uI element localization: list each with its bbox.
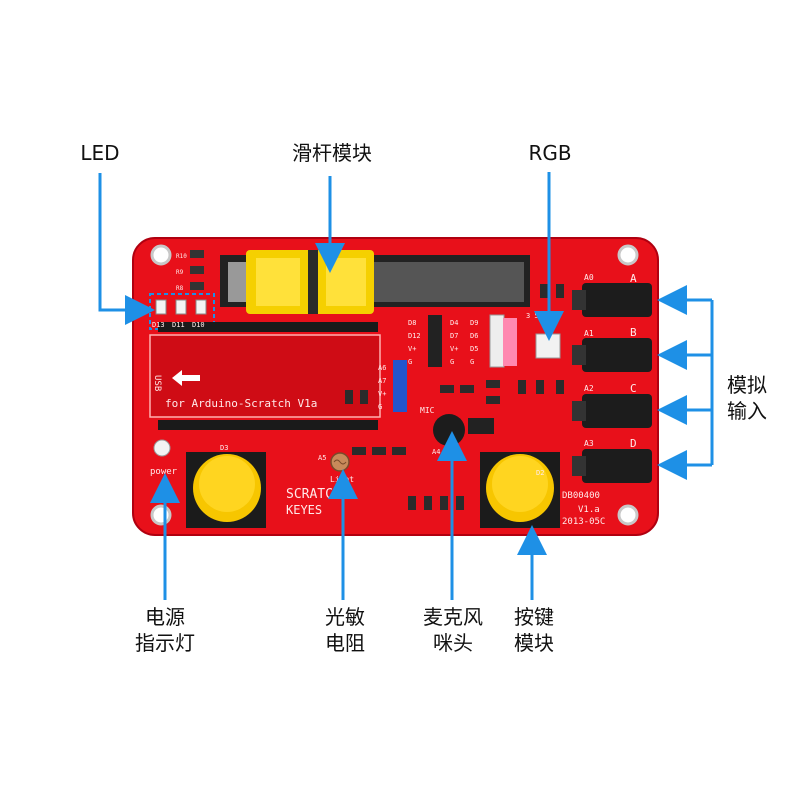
silk-pin-right-0: D9 (470, 319, 478, 327)
label-power-line2: 指示灯 (135, 631, 195, 655)
label-button-line1: 按键 (514, 605, 554, 629)
photoresistor (330, 452, 350, 472)
silk-jack-letter-2: C (630, 382, 637, 395)
silk-led-3: D10 (192, 321, 205, 329)
silk-res-2: R9 (176, 269, 184, 276)
label-slider-text: 滑杆模块 (292, 141, 372, 165)
label-power: 电源 指示灯 (120, 604, 210, 656)
silk-pin-mid-2: V+ (450, 345, 458, 353)
silk-jack-3: A3 (584, 439, 594, 448)
silk-led-1: D13 (152, 321, 165, 329)
silk-main: for Arduino-Scratch V1a (165, 397, 317, 410)
label-ldr: 光敏 电阻 (310, 604, 380, 656)
silk-d2: D2 (536, 469, 544, 477)
silk-res-3: R8 (176, 285, 184, 292)
silk-pin-left-2: V+ (408, 345, 416, 353)
label-button: 按键 模块 (496, 604, 572, 656)
silk-pin-analog-2: V+ (378, 390, 386, 398)
label-analog-line2: 输入 (727, 399, 767, 423)
silk-jack-letter-0: A (630, 272, 637, 285)
audio-jacks (572, 283, 652, 483)
push-buttons (186, 452, 560, 528)
silk-led-2: D11 (172, 321, 185, 329)
silk-a4: A4 (432, 448, 440, 456)
pin-headers (393, 314, 517, 412)
silk-pin-right-1: D6 (470, 332, 478, 340)
silk-pin-analog-0: A6 (378, 364, 386, 372)
silk-pin-mid-3: G (450, 358, 454, 366)
silk-date: 2013-05C (562, 517, 605, 527)
label-led: LED (70, 140, 130, 166)
callout-arrows (98, 172, 714, 600)
label-analog: 模拟 输入 (714, 372, 780, 424)
label-ldr-line1: 光敏 (325, 605, 365, 629)
silk-jack-letter-1: B (630, 326, 637, 339)
slider-module (220, 250, 530, 314)
silk-version: V1.a (578, 505, 600, 515)
silk-brand-1: SCRATCH (286, 487, 341, 502)
silk-pin-mid-0: D4 (450, 319, 458, 327)
silk-pin-left-0: D8 (408, 319, 416, 327)
label-rgb-text: RGB (528, 141, 572, 165)
silk-res-1: R10 (176, 253, 187, 260)
silk-light: Light (330, 475, 354, 484)
label-ldr-line2: 电阻 (325, 631, 365, 655)
label-mic: 麦克风 咪头 (410, 604, 496, 656)
silk-model: DB00400 (562, 491, 600, 501)
silk-a5: A5 (318, 454, 326, 462)
silk-pin-left-3: G (408, 358, 412, 366)
silk-pin-analog-3: G (378, 403, 382, 411)
rgb-led (535, 333, 561, 359)
label-mic-line1: 麦克风 (423, 605, 483, 629)
arduino-header (149, 322, 381, 430)
silk-brand-2: KEYES (286, 503, 322, 517)
silk-jack-1: A1 (584, 329, 594, 338)
label-led-text: LED (80, 141, 120, 165)
silk-pin-right-2: D5 (470, 345, 478, 353)
silk-rgb-pins: 3 5 6 (526, 312, 547, 320)
power-led (153, 439, 171, 457)
silk-usb: USB (152, 375, 162, 391)
silk-jack-2: A2 (584, 384, 594, 393)
silk-jack-0: A0 (584, 273, 594, 282)
smd-components (345, 284, 564, 510)
silk-pin-right-3: G (470, 358, 474, 366)
label-slider: 滑杆模块 (272, 140, 392, 166)
label-power-line1: 电源 (145, 605, 185, 629)
label-mic-line2: 咪头 (433, 631, 473, 655)
led-group (149, 250, 215, 330)
silk-pin-analog-1: A7 (378, 377, 386, 385)
silk-jack-letter-3: D (630, 437, 637, 450)
label-analog-line1: 模拟 (727, 373, 767, 397)
silk-pin-mid-1: D7 (450, 332, 458, 340)
silk-power: power (150, 467, 178, 477)
label-button-line2: 模块 (514, 631, 554, 655)
silk-d3: D3 (220, 444, 228, 452)
silk-pin-left-1: D12 (408, 332, 421, 340)
label-rgb: RGB (515, 140, 585, 166)
silk-mic: MIC (420, 406, 435, 415)
